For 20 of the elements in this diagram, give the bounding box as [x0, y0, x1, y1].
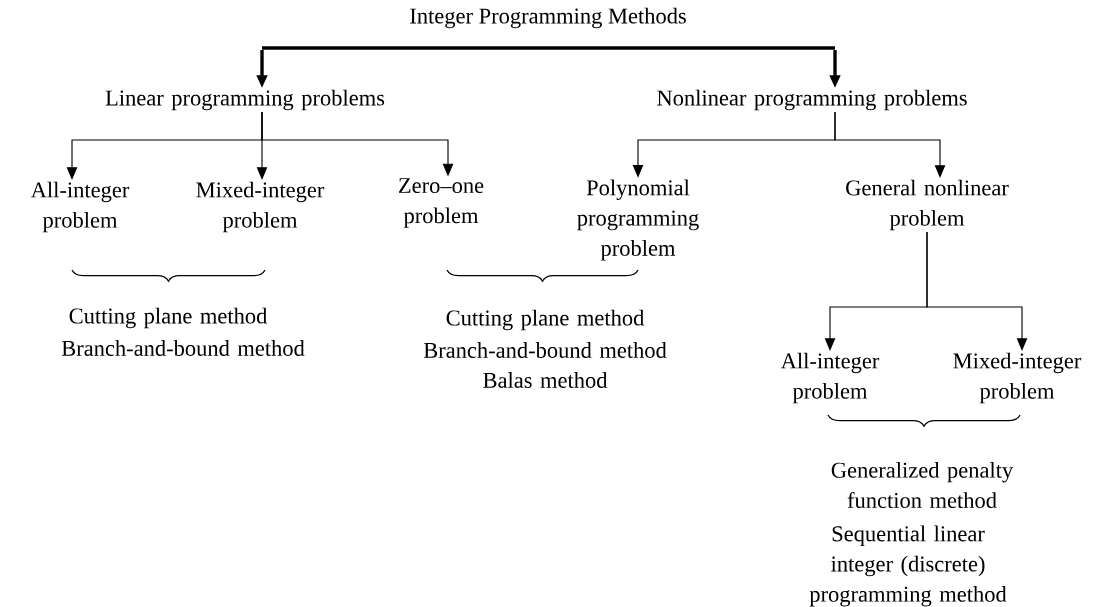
method-text: Cutting plane method [446, 309, 645, 331]
method-text: Branch-and-bound method [61, 340, 305, 356]
tree-label: Mixed-integer problem [953, 352, 1082, 404]
tree-label: Polynomial programming problem [577, 179, 699, 261]
tree-label: All-integer problem [30, 181, 130, 233]
method-text: Balas method [483, 372, 608, 388]
tree-label: Linear programming problems [105, 89, 385, 111]
tree-label: Zero–one problem [399, 178, 484, 228]
tree-label: Nonlinear programming problems [657, 89, 967, 111]
tree-label: General nonlinear problem [846, 179, 1009, 231]
title: Integer Programming Methods [410, 7, 686, 29]
tree-label: All-integer problem [780, 352, 880, 404]
arrow [926, 231, 1028, 351]
tree-label: Mixed-integer problem [196, 181, 325, 233]
bus-bar [262, 46, 836, 50]
method-text: Cutting plane method [69, 307, 268, 329]
method-text: Sequential linear integer (discrete) programming method [809, 525, 1007, 607]
method-text: Generalized penalty function method [831, 462, 1014, 509]
arrow [834, 111, 946, 178]
method-text: Branch-and-bound method [423, 342, 667, 358]
